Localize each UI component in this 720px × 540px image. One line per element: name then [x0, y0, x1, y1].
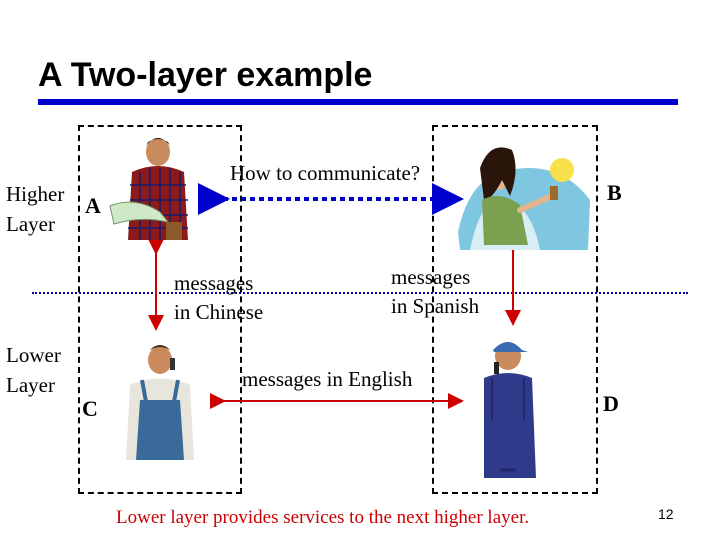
- man-on-phone-overalls-icon: [126, 345, 194, 460]
- woman-with-drink-icon: [458, 147, 590, 250]
- man-on-phone-cap-icon: [484, 342, 536, 478]
- man-reading-map-icon: [110, 138, 188, 240]
